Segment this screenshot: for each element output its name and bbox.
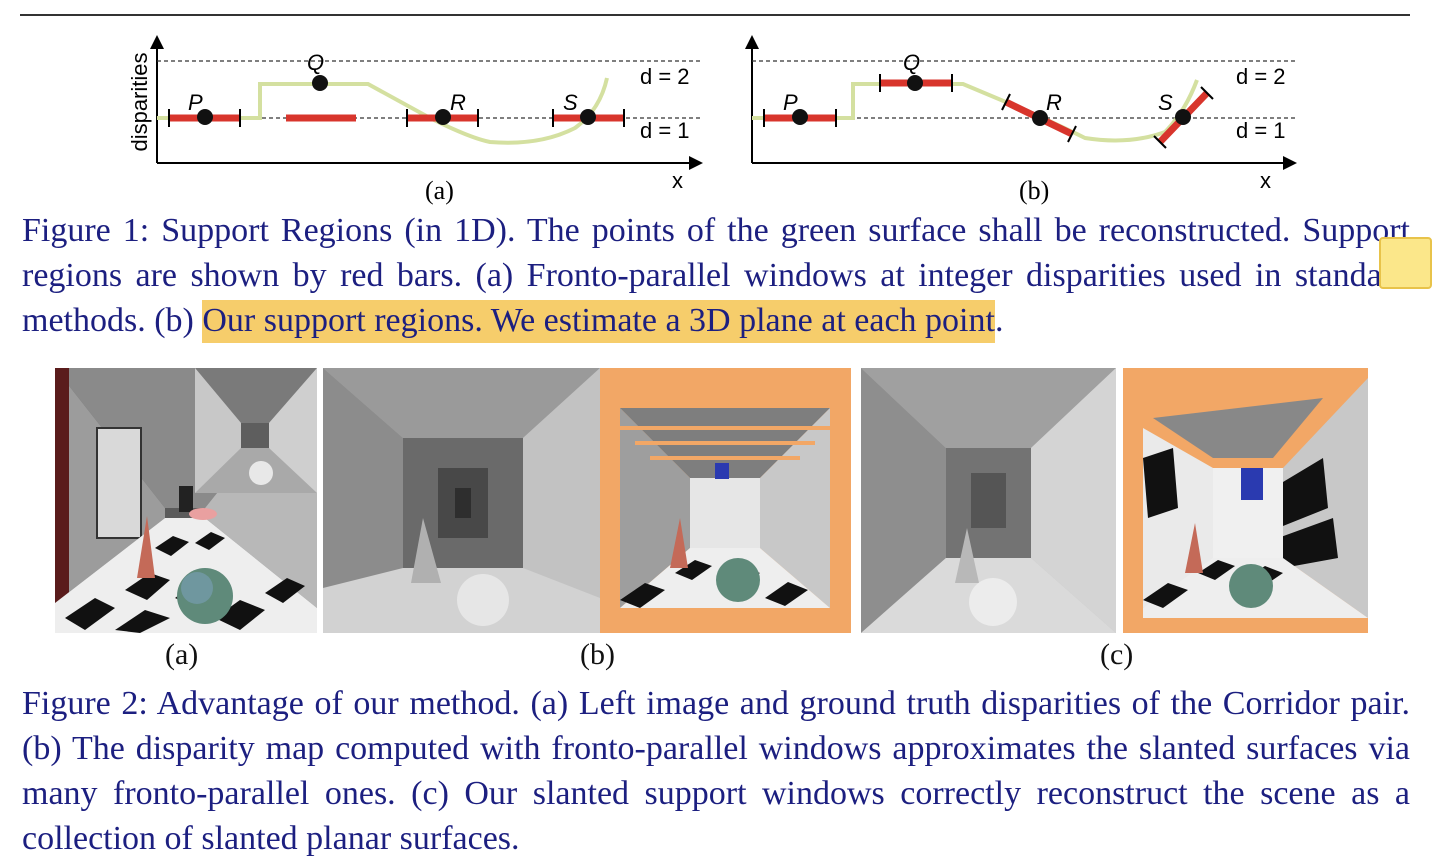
corridor-left-image [55, 368, 317, 633]
fronto-parallel-error-overlay [600, 368, 851, 633]
x-axis-label: x [1260, 168, 1271, 193]
level-label-d1: d = 1 [1236, 118, 1286, 143]
green-surface [157, 77, 609, 145]
point-label-r: R [450, 90, 466, 115]
level-label-d2: d = 2 [640, 64, 690, 89]
figure1-caption-text: Figure 1: Support Regions (in 1D). The p… [22, 212, 1410, 339]
point-label-s: S [1158, 90, 1173, 115]
fronto-parallel-disparity-map [323, 368, 600, 633]
point-label-p: P [783, 90, 798, 115]
point-label-q: Q [903, 50, 920, 75]
slanted-disparity-map [861, 368, 1116, 633]
point-s [580, 109, 596, 125]
figure1-label-a: (a) [425, 176, 454, 205]
point-s [1175, 109, 1191, 125]
point-r [435, 109, 451, 125]
figure1-caption-end: . [994, 302, 1004, 339]
level-label-d2: d = 2 [1236, 64, 1286, 89]
figure2-caption: Figure 2: Advantage of our method. (a) L… [22, 685, 1410, 857]
point-r [1032, 110, 1048, 126]
figure1-caption-highlight[interactable]: Our support regions. We estimate a 3D pl… [202, 300, 995, 343]
figure1-caption: Figure 1: Support Regions (in 1D). The p… [22, 208, 1410, 343]
figure2-label-a: (a) [165, 638, 199, 671]
point-p [792, 109, 808, 125]
point-label-q: Q [307, 50, 324, 75]
point-p [197, 109, 213, 125]
y-axis-label: disparities [127, 52, 152, 151]
figure1-panel-b: x d = 2 d = 1 P Q R S [745, 35, 1297, 193]
point-label-s: S [563, 90, 578, 115]
point-label-r: R [1046, 90, 1062, 115]
green-surface [752, 79, 1199, 143]
figure1-label-b: (b) [1019, 176, 1050, 205]
point-label-p: P [188, 90, 203, 115]
point-q [312, 75, 328, 91]
figure1-diagrams: disparities x d = 2 d = 1 P Q R S [127, 35, 1297, 193]
figure2-label-c: (c) [1100, 638, 1134, 671]
top-rule [20, 14, 1410, 16]
slanted-error-overlay [1123, 368, 1368, 633]
figure1-panel-a: disparities x d = 2 d = 1 P Q R S [127, 35, 703, 193]
point-q [907, 75, 923, 91]
sticky-note-icon[interactable] [1379, 237, 1432, 289]
x-axis-label: x [672, 168, 683, 193]
level-label-d1: d = 1 [640, 118, 690, 143]
figure2-label-b: (b) [580, 638, 615, 671]
